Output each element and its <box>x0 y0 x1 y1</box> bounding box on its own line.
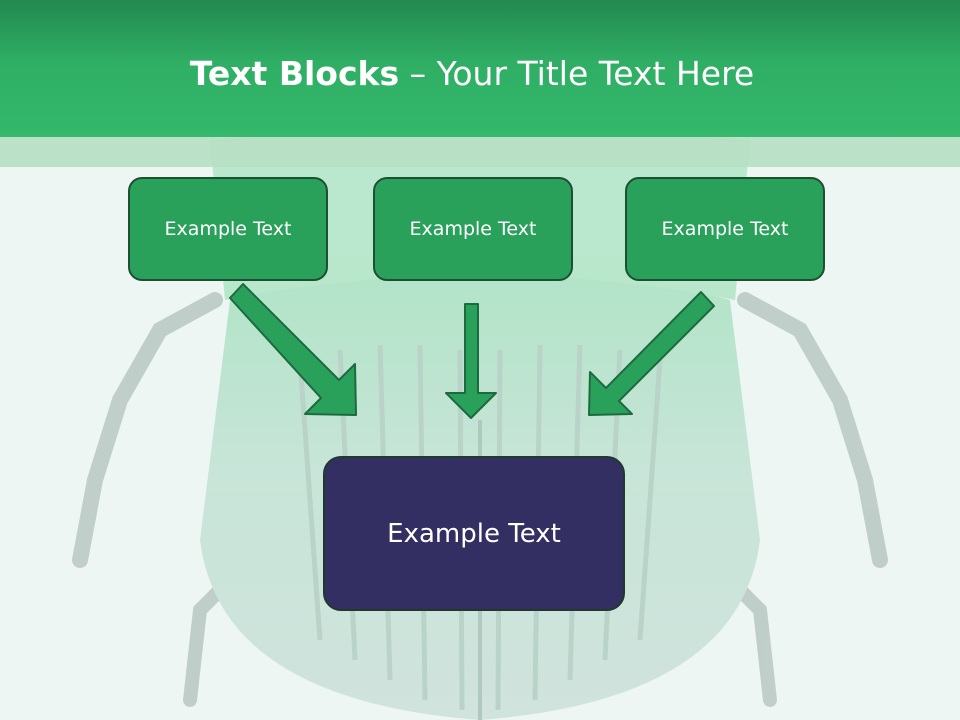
arrow-right <box>588 291 715 416</box>
arrow-center <box>445 303 497 419</box>
text-block-right-label: Example Text <box>661 218 789 240</box>
title-banner <box>0 0 960 137</box>
slide-title-bold: Text Blocks <box>189 54 400 93</box>
text-block-right: Example Text <box>625 177 825 281</box>
target-text-block: Example Text <box>323 456 625 611</box>
target-text-block-label: Example Text <box>387 518 561 549</box>
text-block-center: Example Text <box>373 177 573 281</box>
text-block-left: Example Text <box>128 177 328 281</box>
text-block-left-label: Example Text <box>164 218 292 240</box>
arrow-left <box>229 283 357 416</box>
title-banner-strip <box>0 137 960 167</box>
text-block-center-label: Example Text <box>409 218 537 240</box>
slide-title-rest: – Your Title Text Here <box>399 54 755 93</box>
slide-title: Text Blocks – Your Title Text Here <box>0 52 944 96</box>
